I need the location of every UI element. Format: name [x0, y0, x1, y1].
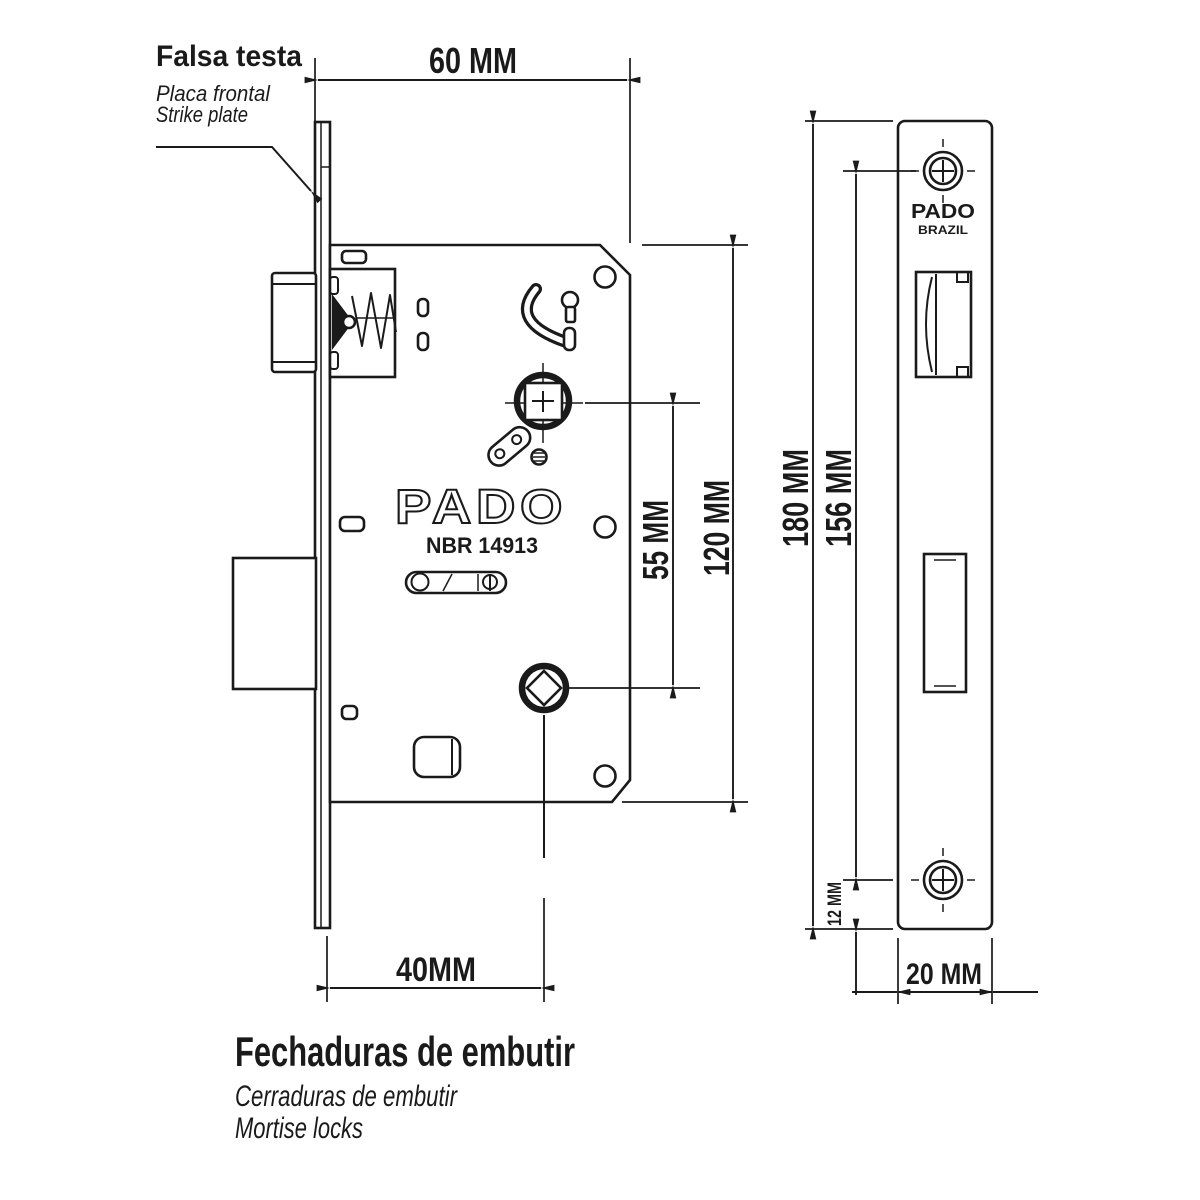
caption-title: Fechaduras de embutir — [235, 1028, 575, 1075]
caption-subtitle-es: Cerraduras de embutir — [235, 1080, 458, 1113]
faceplate-brand: PADO — [911, 201, 975, 223]
spring-pivot — [341, 314, 357, 330]
dimension-60mm: 60 MM — [304, 40, 641, 243]
dimension-120mm: 120 MM — [622, 234, 748, 813]
bottom-screw-inner — [928, 865, 958, 895]
dim20-label: 20 MM — [906, 958, 982, 991]
dimension-12mm: 12 MM — [825, 882, 860, 995]
deadbolt-opening-front — [922, 552, 968, 694]
callout-line2: Strike plate — [156, 102, 248, 127]
square-cutout — [412, 735, 462, 779]
pin-slot — [562, 326, 577, 352]
case-hole-middle — [593, 515, 617, 539]
dim180-label: 180 MM — [775, 449, 816, 547]
callout-leader-line — [156, 146, 323, 204]
callout-line1: Placa frontal — [156, 81, 271, 106]
lock-lever-slant — [442, 573, 453, 592]
deadbolt-side — [231, 556, 318, 691]
lock-lever-left-circle — [410, 572, 430, 592]
slot-top — [340, 249, 368, 265]
dimension-156mm: 156 MM — [818, 160, 916, 891]
caption-subtitle-en: Mortise locks — [235, 1112, 363, 1145]
bottom-screw — [911, 848, 975, 912]
dim12-label: 12 MM — [825, 882, 846, 926]
hub-lever-detail — [487, 425, 548, 467]
latch-bolt-side — [270, 271, 318, 374]
guide-slot-and-pin — [520, 283, 580, 352]
top-screw-outer — [922, 150, 964, 192]
lever-pill-hole-2 — [511, 434, 523, 446]
guide-slot-inner — [524, 286, 569, 345]
latch-opening-front — [914, 270, 973, 379]
case-hole-top — [593, 265, 617, 289]
slot-left-middle — [338, 515, 366, 533]
dim156-label: 156 MM — [818, 449, 859, 547]
bottom-screw-outer — [922, 859, 964, 901]
top-screw-inner — [928, 156, 958, 186]
slot-pair-upper — [416, 297, 430, 318]
front-view: PADO BRAZIL — [896, 119, 994, 931]
case-hole-bottom — [593, 764, 617, 788]
dim120-label: 120 MM — [696, 480, 737, 576]
spindle-hub — [505, 363, 583, 443]
faceplate-front-outline — [896, 119, 994, 931]
lock-lever-detail — [404, 570, 508, 595]
latch-notch-bottom — [956, 366, 969, 378]
square-cutout-outline — [412, 735, 462, 779]
latch-spring-housing — [328, 267, 397, 379]
cylinder-diamond — [525, 669, 563, 707]
dim60-label: 60 MM — [429, 40, 517, 81]
pin-stem — [564, 305, 577, 324]
latch-spring — [351, 292, 397, 349]
dimension-55mm: 55 MM — [568, 392, 700, 699]
case-brand-logo: PADO — [395, 481, 567, 534]
lever-pill — [487, 425, 532, 467]
latch-notch-top — [956, 271, 969, 283]
lock-lever-outline — [404, 570, 508, 595]
dimension-40mm: 40MM — [316, 898, 555, 1002]
dimension-20mm: 20 MM — [852, 938, 1038, 1004]
latch-face-curve — [925, 276, 933, 373]
dim55-label: 55 MM — [635, 500, 676, 580]
housing-tab-bottom — [329, 351, 339, 370]
caption-block: Fechaduras de embutir Cerraduras de embu… — [235, 1028, 575, 1145]
callout-falsa-testa: Falsa testa Placa frontal Strike plate — [156, 40, 323, 204]
cylinder-hole — [518, 662, 570, 858]
housing-tab-top — [329, 276, 339, 295]
faceplate-origin: BRAZIL — [918, 223, 968, 237]
lever-pill-hole-1 — [494, 448, 506, 460]
hub-ring — [513, 371, 573, 431]
pin-head — [560, 290, 580, 310]
faceplate-side — [313, 120, 332, 930]
slot-pair-lower — [416, 331, 430, 352]
dimension-180mm: 180 MM — [775, 110, 893, 940]
slot-left-lower — [340, 704, 359, 721]
latch-bolt-outline — [270, 271, 318, 374]
callout-title: Falsa testa — [156, 40, 302, 73]
case-standard-text: NBR 14913 — [426, 533, 538, 558]
cylinder-ring — [518, 662, 570, 714]
deadbolt-opening-outline — [922, 552, 968, 694]
latch-opening-outline — [914, 270, 973, 379]
dim40-label: 40MM — [396, 951, 476, 989]
faceplate-side-outline — [313, 120, 332, 930]
side-view: PADO NBR 14913 — [231, 120, 632, 930]
top-screw — [911, 139, 975, 203]
